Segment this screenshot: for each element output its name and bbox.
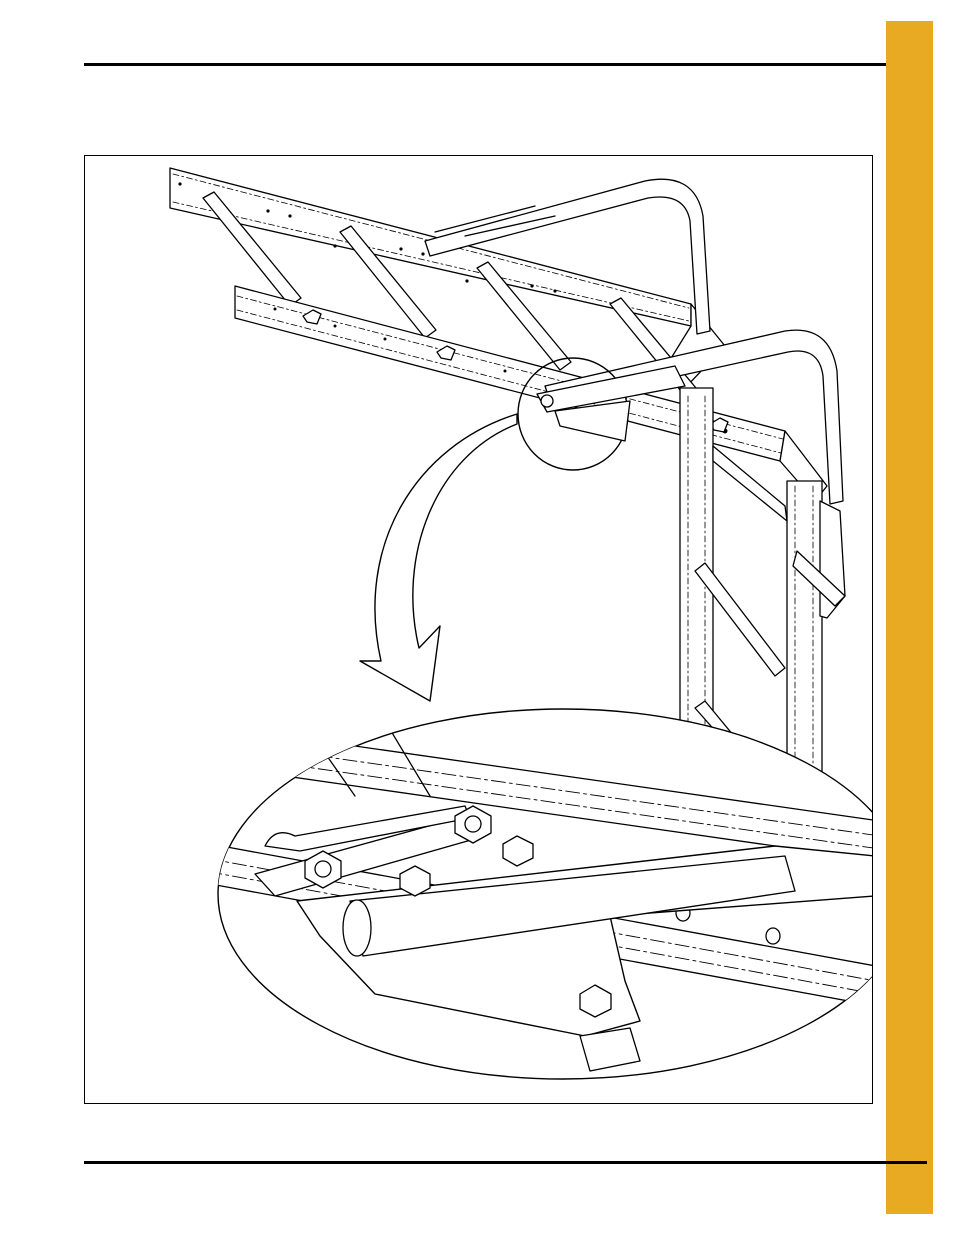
detail-callout-arrow [360, 414, 517, 701]
header-rule [84, 63, 927, 66]
assembly-drawing [85, 156, 873, 1104]
footer-rule [84, 1161, 927, 1164]
side-tab [886, 21, 933, 1214]
figure-frame [84, 155, 873, 1104]
detail-enlarged-view [85, 696, 873, 1079]
